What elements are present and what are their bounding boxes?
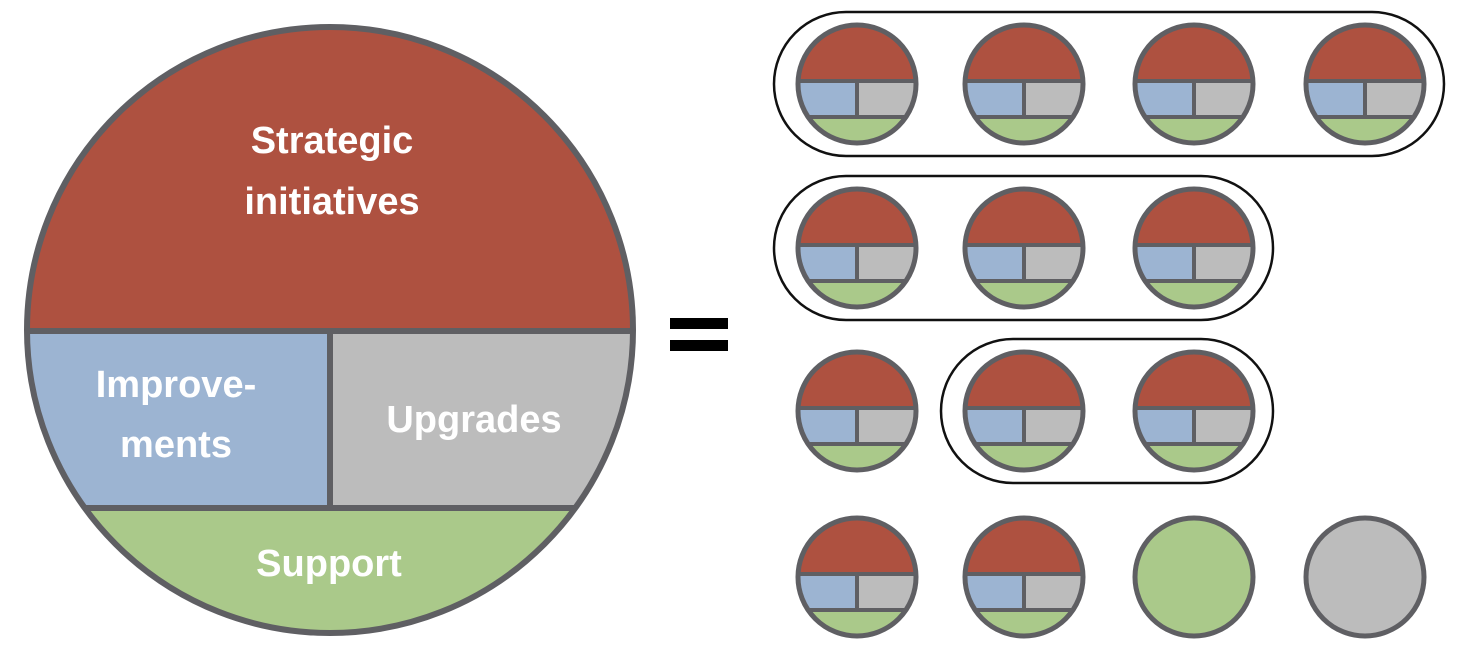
- team-circle: [962, 349, 1086, 473]
- team-circle-outline: [795, 186, 919, 310]
- strategic-initiatives-segment: [27, 27, 633, 331]
- team-strategic-segment: [1135, 189, 1253, 245]
- team-upgrades-segment: [857, 574, 916, 610]
- team-strategic-segment: [1135, 25, 1253, 81]
- improvements-label-line2: ments: [120, 424, 232, 466]
- team-strategic-segment: [1135, 352, 1253, 408]
- upgrades-only-circle: [1303, 515, 1427, 639]
- team-upgrades-segment: [1024, 245, 1083, 281]
- team-circle: [1303, 515, 1427, 639]
- equals-bar-top: [670, 318, 728, 329]
- team-strategic-segment: [965, 518, 1083, 574]
- team-circle-outline: [962, 515, 1086, 639]
- team-support-segment: [798, 444, 916, 470]
- team-support-segment: [1135, 281, 1253, 307]
- team-circle: [1303, 22, 1427, 146]
- team-improvements-segment: [1135, 408, 1194, 444]
- team-circle-outline: [795, 349, 919, 473]
- team-support-segment: [1306, 117, 1424, 143]
- team-strategic-segment: [798, 518, 916, 574]
- strategic-label-line2: initiatives: [244, 181, 419, 223]
- team-circle: [795, 349, 919, 473]
- team-improvements-segment: [798, 245, 857, 281]
- team-upgrades-segment: [1194, 408, 1253, 444]
- team-upgrades-segment: [1194, 81, 1253, 117]
- team-circle-outline: [962, 186, 1086, 310]
- team-support-segment: [965, 117, 1083, 143]
- team-circle: [795, 186, 919, 310]
- team-strategic-segment: [798, 189, 916, 245]
- team-strategic-segment: [965, 189, 1083, 245]
- team-circle-outline: [795, 515, 919, 639]
- team-circle: [962, 515, 1086, 639]
- team-group-outline: [939, 337, 1275, 485]
- team-upgrades-segment: [1024, 574, 1083, 610]
- team-circle: [1132, 186, 1256, 310]
- team-improvements-segment: [965, 574, 1024, 610]
- upgrades-label: Upgrades: [386, 399, 561, 441]
- team-upgrades-segment: [857, 408, 916, 444]
- team-support-segment: [965, 281, 1083, 307]
- team-support-segment: [1135, 444, 1253, 470]
- team-circle: [962, 186, 1086, 310]
- team-improvements-segment: [798, 81, 857, 117]
- team-upgrades-segment: [857, 81, 916, 117]
- team-support-segment: [965, 610, 1083, 636]
- team-strategic-segment: [965, 25, 1083, 81]
- equals-bar-bottom: [670, 340, 728, 351]
- team-circle-outline: [1132, 349, 1256, 473]
- team-circle-outline: [1132, 186, 1256, 310]
- team-group-outlines: [772, 10, 1446, 485]
- team-circle-outline: [1132, 22, 1256, 146]
- improvements-label-line1: Improve-: [96, 364, 256, 406]
- team-improvements-segment: [798, 408, 857, 444]
- big-pie: Strategic initiatives Improve- ments Upg…: [24, 24, 636, 636]
- team-improvements-segment: [965, 81, 1024, 117]
- team-improvements-segment: [798, 574, 857, 610]
- team-circle-outline: [1303, 22, 1427, 146]
- team-circle-outline: [962, 22, 1086, 146]
- team-upgrades-segment: [857, 245, 916, 281]
- team-strategic-segment: [965, 352, 1083, 408]
- team-support-segment: [798, 117, 916, 143]
- team-circle: [1132, 515, 1256, 639]
- team-improvements-segment: [965, 408, 1024, 444]
- team-upgrades-segment: [1365, 81, 1424, 117]
- big-pie-outline: [24, 24, 636, 636]
- team-improvements-segment: [1135, 245, 1194, 281]
- team-circle: [795, 22, 919, 146]
- team-improvements-segment: [1135, 81, 1194, 117]
- team-support-segment: [798, 281, 916, 307]
- improvements-segment: [27, 331, 330, 508]
- support-only-circle: [1132, 515, 1256, 639]
- team-improvements-segment: [1306, 81, 1365, 117]
- team-support-segment: [965, 444, 1083, 470]
- team-strategic-segment: [798, 25, 916, 81]
- team-upgrades-segment: [1024, 408, 1083, 444]
- upgrades-segment: [330, 331, 633, 508]
- team-group-outline: [772, 10, 1446, 158]
- team-upgrades-segment: [1024, 81, 1083, 117]
- strategic-label-line1: Strategic: [251, 120, 414, 162]
- team-support-segment: [798, 610, 916, 636]
- team-grid: [795, 22, 1427, 639]
- team-upgrades-segment: [1194, 245, 1253, 281]
- team-circle-outline: [795, 22, 919, 146]
- team-circle-outline: [962, 349, 1086, 473]
- team-circle: [1132, 349, 1256, 473]
- team-circle: [962, 22, 1086, 146]
- team-improvements-segment: [965, 245, 1024, 281]
- support-label: Support: [256, 543, 402, 585]
- team-circle: [795, 515, 919, 639]
- team-circle: [1132, 22, 1256, 146]
- equals-sign: [670, 318, 728, 351]
- team-support-segment: [1135, 117, 1253, 143]
- team-strategic-segment: [1306, 25, 1424, 81]
- team-group-outline: [772, 174, 1275, 322]
- team-strategic-segment: [798, 352, 916, 408]
